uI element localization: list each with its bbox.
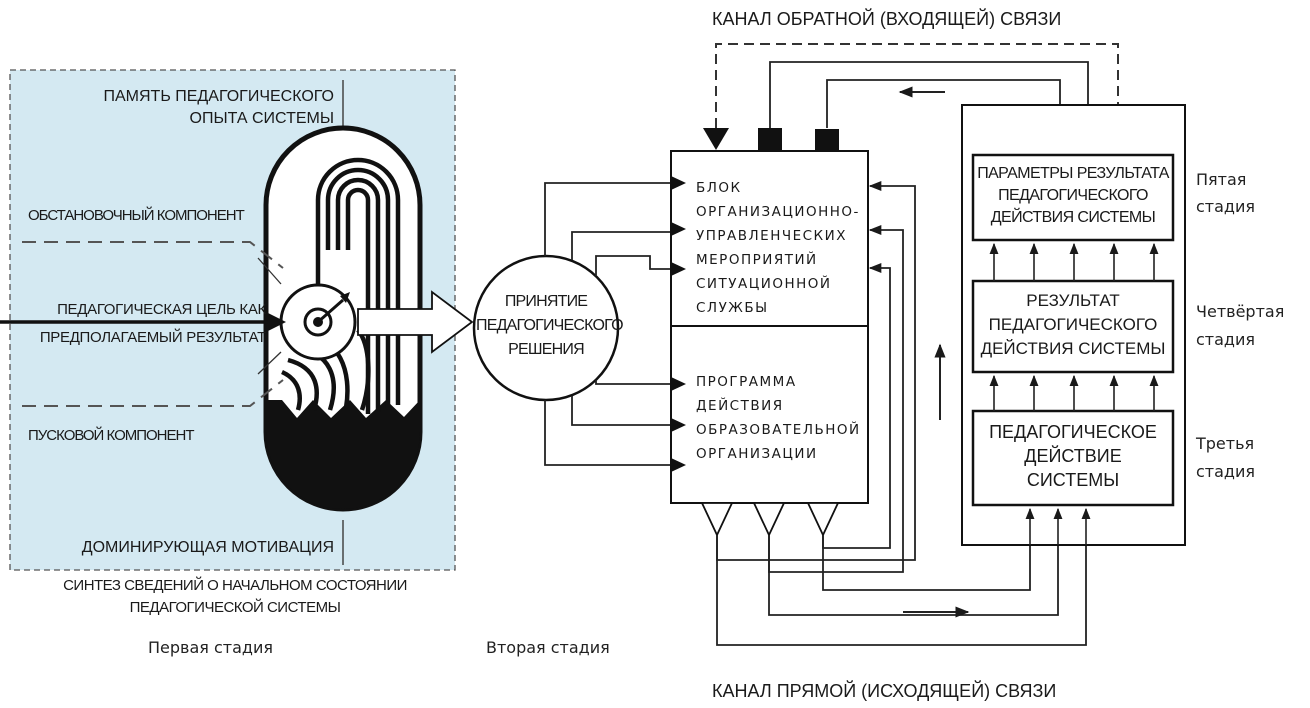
center-block-lower-label: ПРОГРАММА ДЕЙСТВИЯ ОБРАЗОВАТЕЛЬНОЙ ОРГАН… (696, 370, 861, 466)
center-block-upper-label: БЛОК ОРГАНИЗАЦИОННО- УПРАВЛЕНЧЕСКИХ МЕРО… (696, 176, 860, 320)
memory-label-line2: ОПЫТА СИСТЕМЫ (62, 111, 334, 127)
stage1-label: Первая стадия (148, 640, 273, 656)
stage3-label: Третья стадия (1196, 430, 1255, 486)
motivation-label: ДОМИНИРУЮЩАЯ МОТИВАЦИЯ (62, 540, 334, 556)
situational-component-label: ОБСТАНОВОЧНЫЙ КОМПОНЕНТ (28, 208, 244, 223)
goal-label-line1: ПЕДАГОГИЧЕСКАЯ ЦЕЛЬ КАК (22, 302, 266, 317)
goal-label-line2: ПРЕДПОЛАГАЕМЫЙ РЕЗУЛЬТАТ (22, 330, 266, 345)
stage2-label: Вторая стадия (486, 640, 610, 656)
direct-channel-label: КАНАЛ ПРЯМОЙ (ИСХОДЯЩЕЙ) СВЯЗИ (712, 682, 1056, 700)
synthesis-label-line2: ПЕДАГОГИЧЕСКОЙ СИСТЕМЫ (20, 600, 450, 615)
stage4-label: Четвёртая стадия (1196, 298, 1284, 354)
synthesis-label-line1: СИНТЕЗ СВЕДЕНИЙ О НАЧАЛЬНОМ СОСТОЯНИИ (20, 578, 450, 593)
result-box-label: РЕЗУЛЬТАТ ПЕДАГОГИЧЕСКОГО ДЕЙСТВИЯ СИСТЕ… (973, 289, 1173, 361)
stage5-label: Пятая стадия (1196, 166, 1255, 220)
trigger-component-label: ПУСКОВОЙ КОМПОНЕНТ (28, 428, 194, 443)
memory-label-line1: ПАМЯТЬ ПЕДАГОГИЧЕСКОГО (62, 89, 334, 105)
decision-label: ПРИНЯТИЕ ПЕДАГОГИЧЕСКОГО РЕШЕНИЯ (476, 290, 616, 362)
params-box-label: ПАРАМЕТРЫ РЕЗУЛЬТАТА ПЕДАГОГИЧЕСКОГО ДЕЙ… (973, 163, 1173, 229)
action-box-label: ПЕДАГОГИЧЕСКОЕ ДЕЙСТВИЕ СИСТЕМЫ (973, 420, 1173, 492)
feedback-channel-label: КАНАЛ ОБРАТНОЙ (ВХОДЯЩЕЙ) СВЯЗИ (712, 10, 1061, 28)
